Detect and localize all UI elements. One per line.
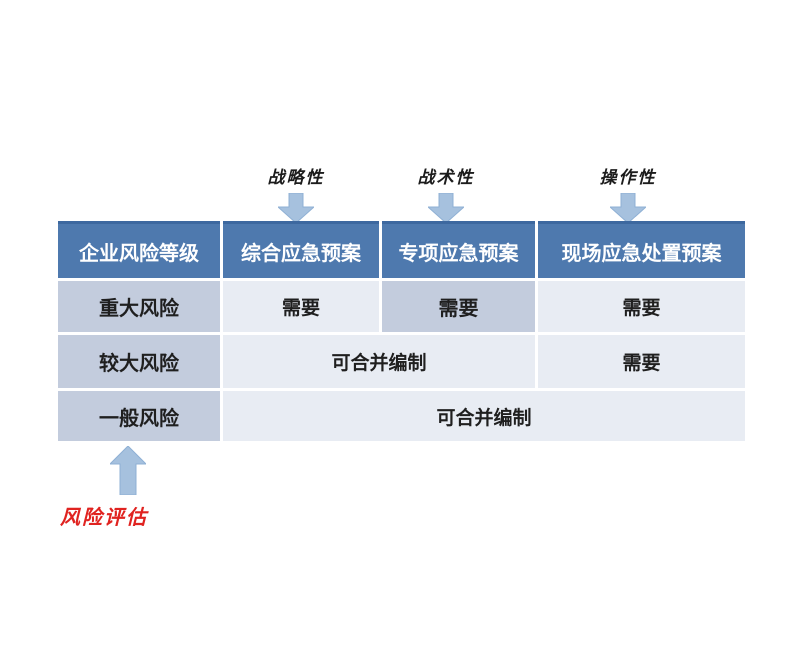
operational-label: 操作性 xyxy=(599,168,657,188)
header-risk-level: 企业风险等级 xyxy=(58,221,220,278)
down-arrow-icon xyxy=(610,193,646,223)
tactical-label: 战术性 xyxy=(417,168,475,188)
row-label-general-risk: 一般风险 xyxy=(58,391,220,441)
down-arrow-icon xyxy=(428,193,464,223)
pointer-group-tactical: 战术性 xyxy=(376,163,516,223)
header-special-plan: 专项应急预案 xyxy=(382,221,535,278)
header-onsite-plan: 现场应急处置预案 xyxy=(538,221,745,278)
row-label-major-risk: 重大风险 xyxy=(58,281,220,332)
cell-major-comprehensive: 需要 xyxy=(223,281,379,332)
risk-assessment-group: 风险评估 xyxy=(60,446,195,530)
cell-general-merged: 可合并编制 xyxy=(223,391,745,441)
header-comprehensive-plan: 综合应急预案 xyxy=(223,221,379,278)
pointer-group-operational: 操作性 xyxy=(558,163,698,223)
down-arrow-icon xyxy=(278,193,314,223)
row-label-considerable-risk: 较大风险 xyxy=(58,335,220,388)
cell-considerable-merged: 可合并编制 xyxy=(223,335,535,388)
pointer-group-strategic: 战略性 xyxy=(226,163,366,223)
risk-plan-table: 企业风险等级 综合应急预案 专项应急预案 现场应急处置预案 重大风险 需要 需要… xyxy=(58,221,745,441)
risk-assessment-label: 风险评估 xyxy=(60,505,148,529)
strategic-label: 战略性 xyxy=(267,168,325,188)
up-arrow-icon xyxy=(109,446,146,495)
cell-major-special: 需要 xyxy=(382,281,535,332)
cell-major-onsite: 需要 xyxy=(538,281,745,332)
cell-considerable-onsite: 需要 xyxy=(538,335,745,388)
